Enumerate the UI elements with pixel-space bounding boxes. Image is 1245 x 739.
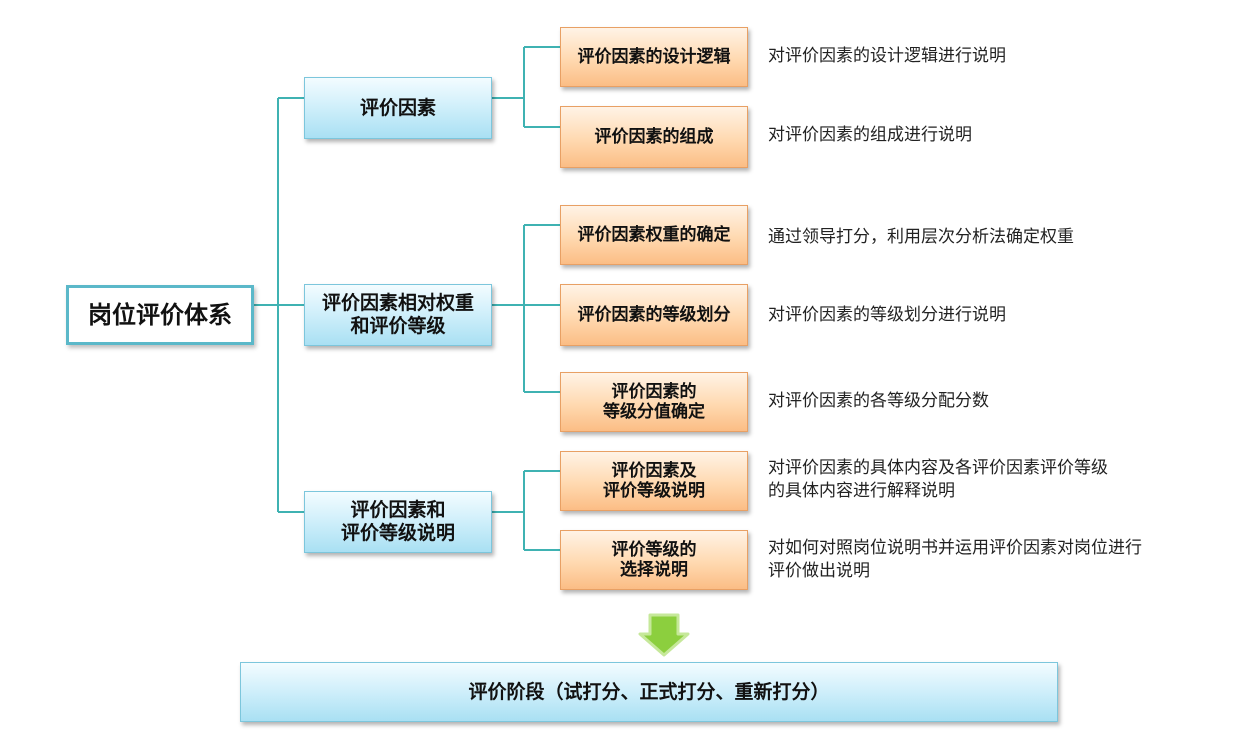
leaf-6-description-line-2: 的具体内容进行解释说明	[768, 480, 955, 501]
leaf-node-1-line-1: 评价因素的设计逻辑	[577, 46, 731, 67]
leaf-7-description-line-1: 对如何对照岗位说明书并运用评价因素对岗位进行	[768, 538, 1142, 558]
mid-node-3: 评价因素和 评价等级说明	[304, 491, 492, 553]
leaf-1-description-line-1: 对评价因素的设计逻辑进行说明	[768, 46, 1006, 66]
leaf-node-4: 评价因素的等级划分	[560, 284, 748, 346]
leaf-node-6-line-2: 评价等级说明	[603, 481, 705, 501]
mid-node-2: 评价因素相对权重 和评价等级	[304, 284, 492, 346]
connector-group	[254, 46, 560, 551]
leaf-4-description-line-1: 对评价因素的等级划分进行说明	[768, 305, 1006, 325]
root-node-label: 岗位评价体系	[88, 300, 232, 329]
mid-node-3-line-1: 评价因素和	[350, 499, 446, 522]
leaf-node-7: 评价等级的 选择说明	[560, 530, 748, 590]
leaf-node-2: 评价因素的组成	[560, 106, 748, 168]
leaf-2-description: 对评价因素的组成进行说明	[768, 124, 972, 147]
leaf-node-3-line-1: 评价因素权重的确定	[577, 224, 731, 245]
leaf-6-description-line-1: 对评价因素的具体内容及各评价因素评价等级	[768, 458, 1108, 478]
leaf-node-2-line-1: 评价因素的组成	[594, 126, 714, 147]
leaf-node-5: 评价因素的 等级分值确定	[560, 372, 748, 432]
leaf-2-description-line-1: 对评价因素的组成进行说明	[768, 125, 972, 145]
leaf-5-description: 对评价因素的各等级分配分数	[768, 390, 989, 413]
root-node: 岗位评价体系	[66, 285, 254, 345]
leaf-7-description-line-2: 评价做出说明	[768, 560, 870, 581]
leaf-node-1: 评价因素的设计逻辑	[560, 27, 748, 87]
mid-node-3-line-2: 评价等级说明	[340, 522, 455, 544]
leaf-5-description-line-1: 对评价因素的各等级分配分数	[768, 391, 989, 411]
mid-node-1: 评价因素	[304, 77, 492, 139]
leaf-node-5-line-2: 等级分值确定	[603, 402, 705, 422]
leaf-node-7-line-2: 选择说明	[620, 560, 688, 580]
leaf-3-description: 通过领导打分，利用层次分析法确定权重	[768, 226, 1074, 249]
leaf-node-7-line-1: 评价等级的	[611, 539, 697, 560]
leaf-3-description-line-1: 通过领导打分，利用层次分析法确定权重	[768, 227, 1074, 247]
evaluation-stage-box: 评价阶段（试打分、正式打分、重新打分）	[240, 662, 1058, 722]
mid-node-2-line-1: 评价因素相对权重	[321, 292, 474, 315]
mid-node-2-line-2: 和评价等级	[350, 315, 446, 337]
leaf-node-3: 评价因素权重的确定	[560, 205, 748, 265]
leaf-node-6: 评价因素及 评价等级说明	[560, 451, 748, 511]
leaf-6-description: 对评价因素的具体内容及各评价因素评价等级 的具体内容进行解释说明	[768, 457, 1108, 503]
mid-node-1-line-1: 评价因素	[359, 96, 436, 119]
leaf-node-5-line-1: 评价因素的	[611, 381, 697, 402]
leaf-1-description: 对评价因素的设计逻辑进行说明	[768, 45, 1006, 68]
leaf-7-description: 对如何对照岗位说明书并运用评价因素对岗位进行 评价做出说明	[768, 537, 1142, 583]
leaf-4-description: 对评价因素的等级划分进行说明	[768, 304, 1006, 327]
leaf-node-6-line-1: 评价因素及	[611, 460, 697, 481]
leaf-node-4-line-1: 评价因素的等级划分	[577, 304, 731, 325]
down-arrow-icon	[638, 613, 690, 657]
evaluation-stage-label: 评价阶段（试打分、正式打分、重新打分）	[468, 680, 830, 703]
